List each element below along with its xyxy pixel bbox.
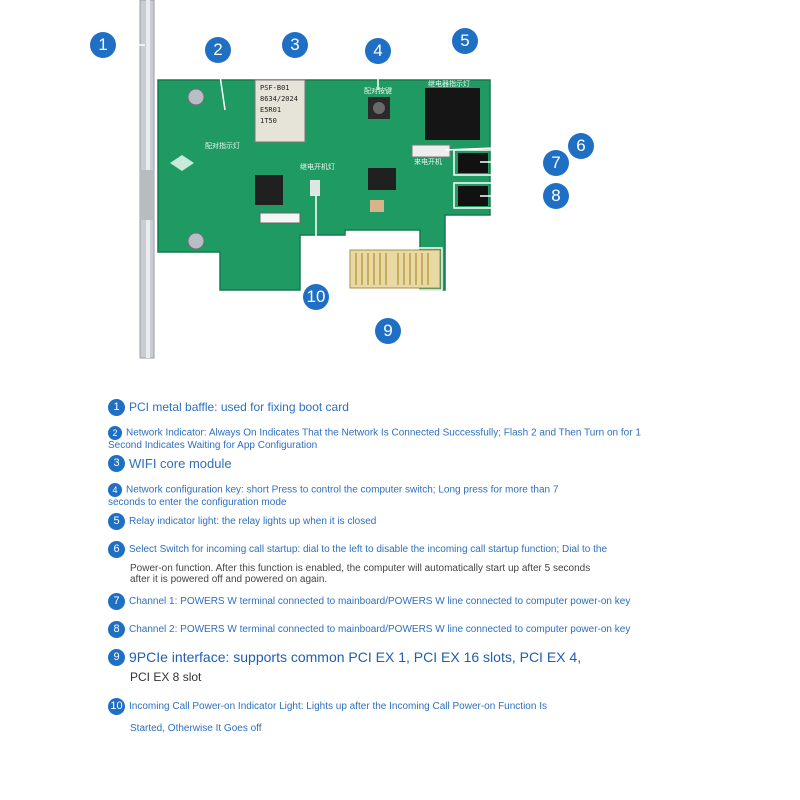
board-illustration	[116, 0, 569, 359]
legend-text-1: PCI metal baffle: used for fixing boot c…	[129, 400, 349, 414]
module-text-1: PSF-B01	[260, 84, 290, 92]
silk-pair-key: 配对按键	[364, 87, 392, 95]
legend-item-1: 1 PCI metal baffle: used for fixing boot …	[108, 399, 349, 416]
callout-9: 9	[375, 318, 401, 344]
legend-text-4: Network configuration key: short Press t…	[108, 484, 559, 508]
legend-text-9: 9PCIe interface: supports common PCI EX …	[129, 649, 582, 665]
legend-item-5: 5 Relay indicator light: the relay lights…	[108, 513, 376, 530]
legend-text-10b: Started, Otherwise It Goes off	[130, 723, 262, 734]
legend-number-7: 7	[108, 593, 125, 610]
pin-header	[259, 212, 301, 224]
legend-number-9: 9	[108, 649, 125, 666]
silk-relay-indicator: 继电器指示灯	[428, 80, 470, 88]
legend-number-5: 5	[108, 513, 125, 530]
terminal-1	[458, 153, 488, 173]
legend-text-10: Incoming Call Power-on Indicator Light: …	[129, 701, 547, 712]
relay	[425, 88, 480, 140]
legend-item-7: 7 Channel 1: POWERS W terminal connected …	[108, 593, 630, 610]
legend-item-6: 6 Select Switch for incoming call startup…	[108, 541, 628, 585]
legend-number-1: 1	[108, 399, 125, 416]
legend: 1 PCI metal baffle: used for fixing boot …	[0, 395, 800, 795]
callout-3: 3	[282, 32, 308, 58]
ic-chip-secondary	[368, 168, 396, 190]
callout-7: 7	[543, 150, 569, 176]
legend-number-8: 8	[108, 621, 125, 638]
legend-item-10: 10 Incoming Call Power-on Indicator Light…	[108, 698, 588, 734]
legend-text-8: Channel 2: POWERS W terminal connected t…	[129, 624, 631, 635]
legend-number-10: 10	[108, 698, 125, 715]
incoming-call-led	[310, 180, 320, 196]
screw-top	[187, 88, 205, 106]
legend-item-8: 8 Channel 2: POWERS W terminal connected …	[108, 621, 630, 638]
callout-4: 4	[365, 38, 391, 64]
legend-text-9b: PCI EX 8 slot	[130, 670, 202, 684]
silk-pair-indicator: 配对指示灯	[205, 142, 240, 150]
callout-10: 10	[303, 284, 329, 310]
terminal-2	[458, 186, 488, 206]
pcb	[157, 79, 491, 291]
callout-6: 6	[568, 133, 594, 159]
legend-item-3: 3 WIFI core module	[108, 455, 232, 472]
legend-number-2: 2	[108, 426, 122, 440]
legend-text-3: WIFI core module	[129, 456, 232, 471]
legend-text-7: Channel 1: POWERS W terminal connected t…	[129, 596, 631, 607]
logo-mark	[170, 155, 194, 171]
legend-number-4: 4	[108, 483, 122, 497]
legend-text-5: Relay indicator light: the relay lights …	[129, 516, 377, 527]
select-switch	[411, 144, 451, 158]
callout-1: 1	[90, 32, 116, 58]
module-text-3: E5R01	[260, 106, 282, 114]
pcie-connector	[349, 249, 441, 289]
module-text-2: 8634/2024	[260, 95, 298, 103]
product-figure: 配对指示灯 配对按键 继电器指示灯 继电开机灯 来电开机 PSF-B01 863…	[0, 0, 800, 370]
callout-2: 2	[205, 37, 231, 63]
screw-bottom	[187, 232, 205, 250]
silk-relay-status: 继电开机灯	[300, 163, 335, 171]
legend-number-6: 6	[108, 541, 125, 558]
legend-number-3: 3	[108, 455, 125, 472]
callout-5: 5	[452, 28, 478, 54]
callout-8: 8	[543, 183, 569, 209]
wifi-module	[254, 79, 306, 143]
legend-text-2: Network Indicator: Always On Indicates T…	[108, 427, 641, 451]
legend-text-6b: Power-on function. After this function i…	[130, 563, 591, 585]
module-text-4: 1T50	[260, 117, 277, 125]
silk-incoming-call: 来电开机	[414, 158, 442, 166]
legend-text-6: Select Switch for incoming call startup:…	[129, 544, 608, 555]
ic-chip-main	[255, 175, 283, 205]
